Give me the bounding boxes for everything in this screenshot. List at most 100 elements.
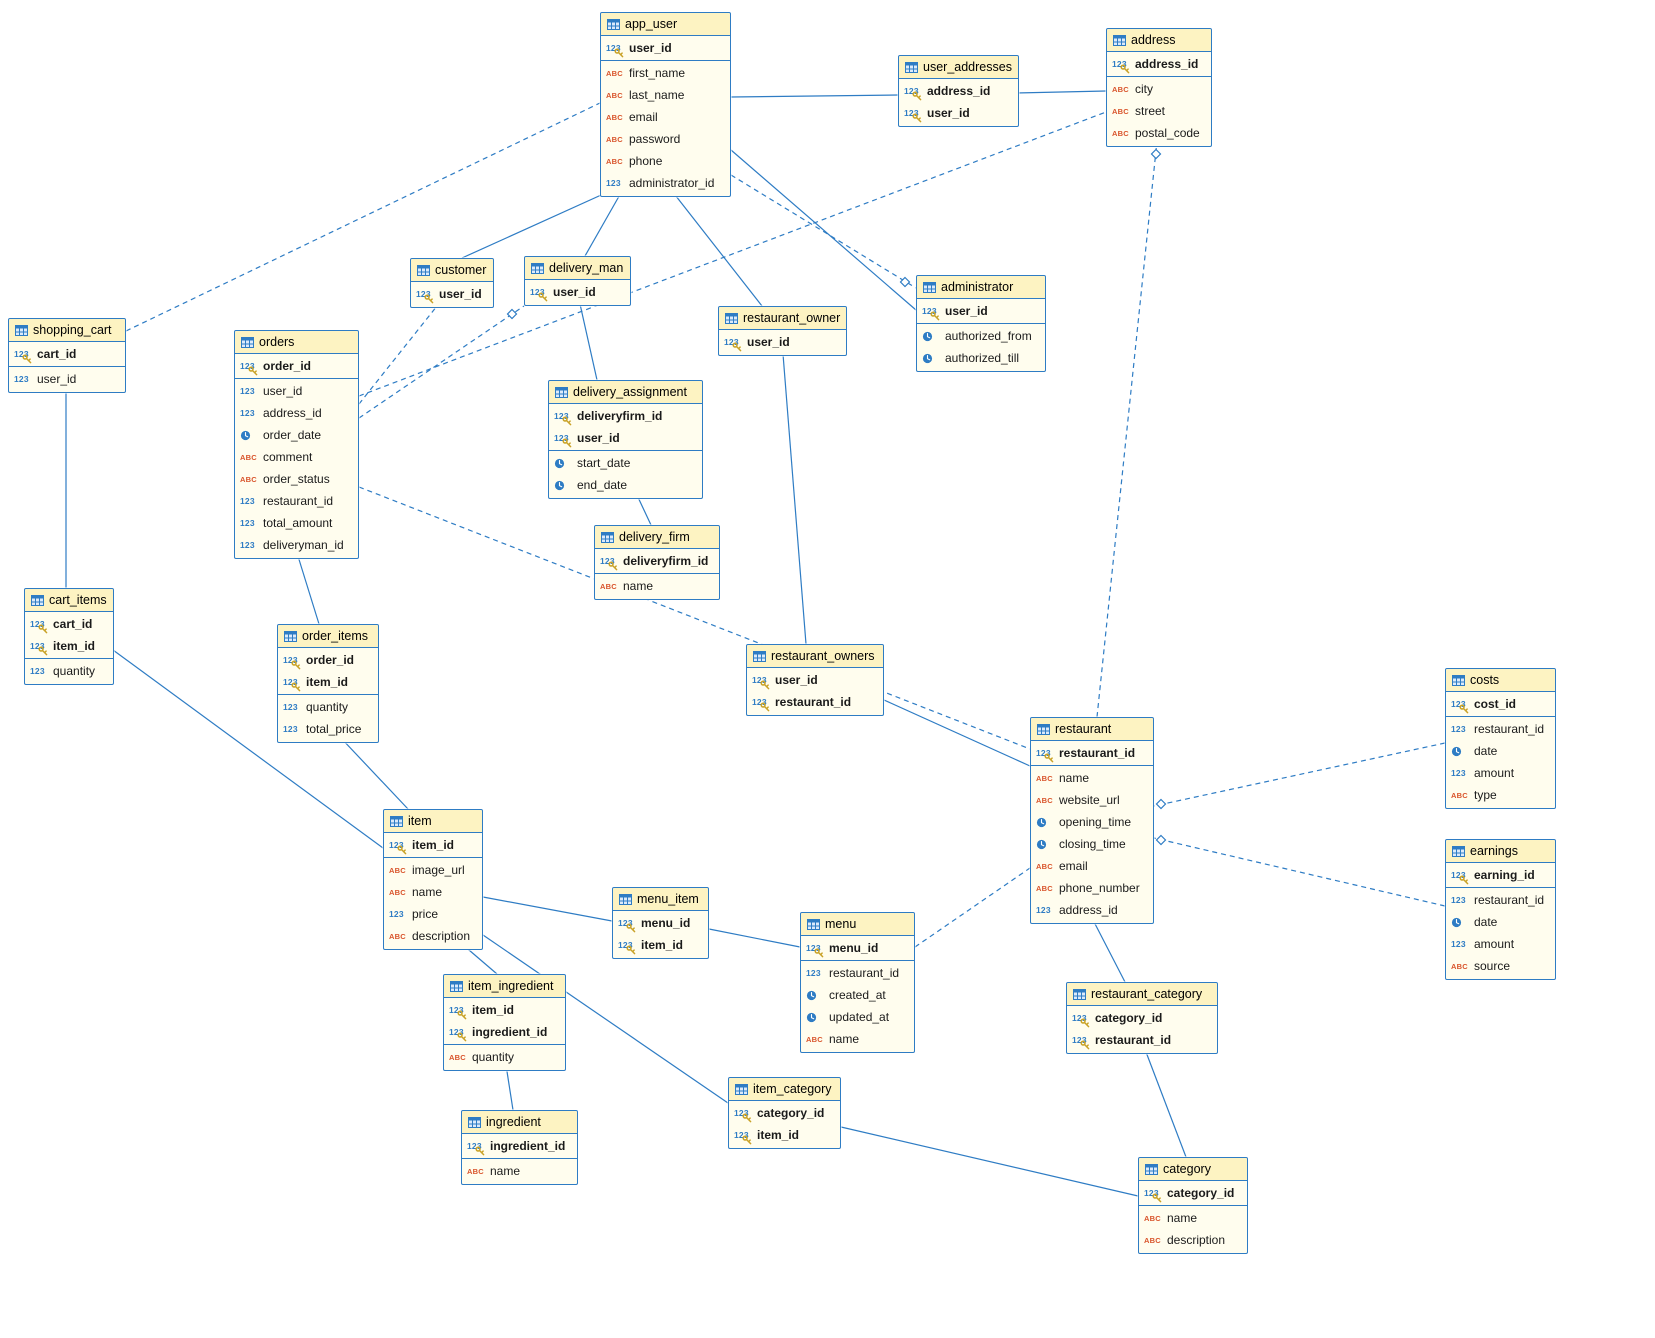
relationship-delivery_man-delivery_assignment[interactable] [579, 303, 598, 381]
relationship-app_user-administrator[interactable] [730, 149, 917, 311]
column-opening_time[interactable]: opening_time [1031, 811, 1153, 833]
relationship-cart_items-item[interactable] [112, 649, 384, 849]
entity-header[interactable]: order_items [278, 625, 378, 648]
relationship-menu_item-menu[interactable] [708, 928, 801, 948]
entity-header[interactable]: orders [235, 331, 358, 354]
relationship-orders-order_items[interactable] [296, 552, 320, 625]
relationship-item-item_category[interactable] [482, 934, 729, 1104]
relationship-restaurant_owners-restaurant[interactable] [883, 699, 1031, 767]
column-updated_at[interactable]: updated_at [801, 1006, 914, 1028]
relationship-shopping_cart-app_user[interactable] [125, 102, 601, 332]
entity-header[interactable]: item [384, 810, 482, 833]
relationship-app_user-administrator[interactable] [730, 174, 917, 289]
relationship-app_user-customer[interactable] [461, 190, 611, 259]
entity-header[interactable]: delivery_assignment [549, 381, 702, 404]
entity-header[interactable]: user_addresses [899, 56, 1018, 79]
relationship-orders-address[interactable] [358, 111, 1107, 397]
entity-header[interactable]: shopping_cart [9, 319, 125, 342]
entity-header[interactable]: delivery_man [525, 257, 630, 280]
column-created_at[interactable]: created_at [801, 984, 914, 1006]
relationship-item-menu_item[interactable] [482, 896, 613, 922]
entity-header[interactable]: delivery_firm [595, 526, 719, 549]
column-end_date[interactable]: end_date [549, 474, 702, 496]
entity-header[interactable]: ingredient [462, 1111, 577, 1134]
relationship-order_items-item[interactable] [339, 736, 409, 810]
relationship-orders-restaurant[interactable] [358, 486, 1031, 750]
column-start_date[interactable]: start_date [549, 452, 702, 474]
entity-header[interactable]: item_ingredient [444, 975, 565, 998]
relationship-item_ingredient-ingredient[interactable] [505, 1064, 514, 1111]
entity-header[interactable]: item_category [729, 1078, 840, 1101]
entity-header[interactable]: cart_items [25, 589, 113, 612]
relationship-earnings-restaurant[interactable] [1153, 837, 1446, 907]
entity-header[interactable]: address [1107, 29, 1211, 52]
relationship-restaurant_category-category[interactable] [1145, 1051, 1187, 1158]
entity-header[interactable]: customer [411, 259, 493, 282]
